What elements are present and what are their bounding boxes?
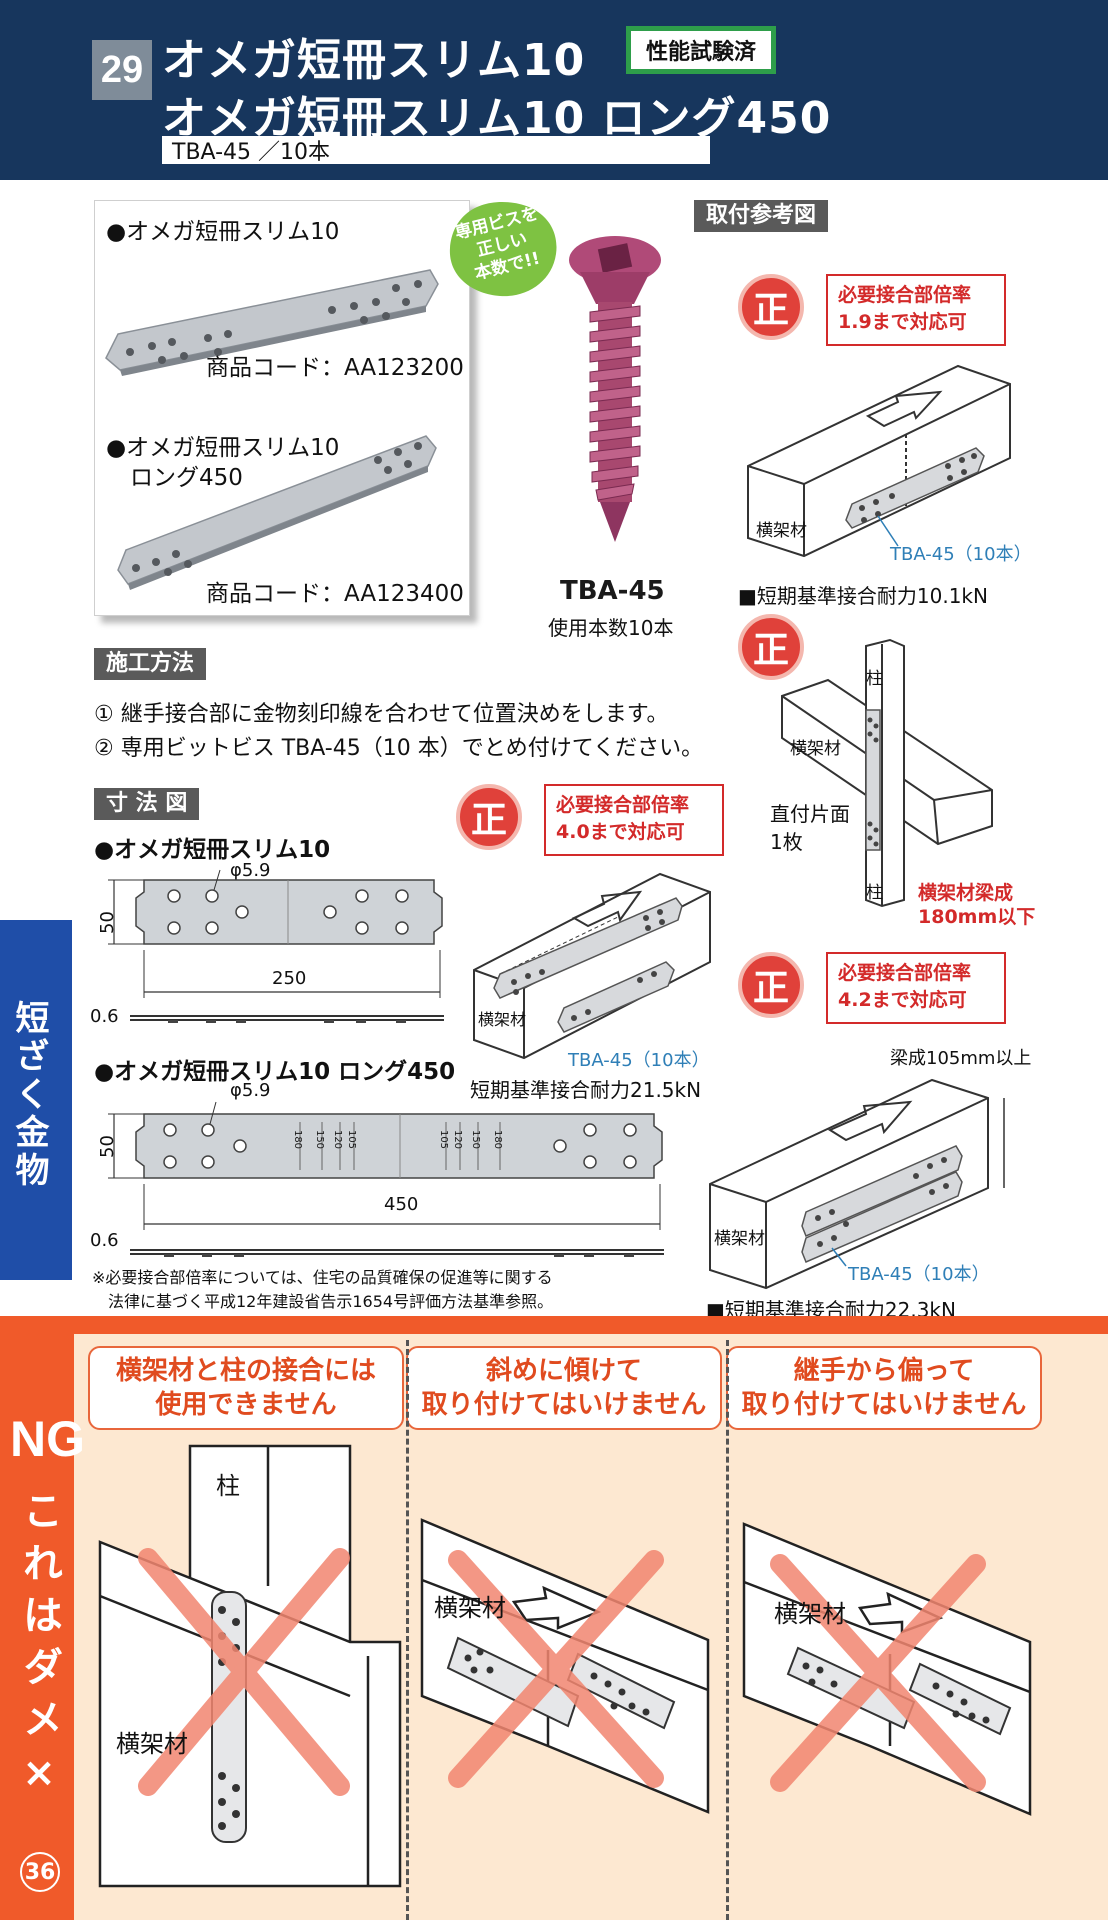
center-beam-label: 横架材 [478, 1010, 527, 1029]
ng-divider-2 [726, 1340, 729, 1920]
standard-note-line1: ※必要接合部倍率については、住宅の品質確保の促進等に関する [92, 1268, 553, 1287]
long-mark-3: 120 [332, 1129, 344, 1150]
fig2-depth-line2: 180mm以下 [918, 906, 1036, 928]
fig1-note-line1: 必要接合部倍率 [838, 284, 972, 306]
install-reference-tab: 取付参考図 [694, 200, 829, 232]
slim-hole-diameter: φ5.9 [230, 860, 271, 881]
screw-count: 使用本数10本 [548, 616, 674, 640]
long-dimension-drawing [108, 1101, 664, 1257]
dimension-drawing-tab: 寸 法 図 [94, 788, 200, 820]
ng-illustration-2 [420, 1518, 710, 1814]
slim-length-label: 250 [272, 968, 307, 989]
long-mark-7: 150 [470, 1129, 482, 1150]
product1-plate-photo [105, 269, 439, 376]
center-note-box: 必要接合部倍率 4.0まで対応可 [544, 784, 724, 856]
fig3-note-box: 必要接合部倍率 4.2まで対応可 [826, 952, 1006, 1024]
ng-card-2: 斜めに傾けて 取り付けてはいけません [406, 1346, 722, 1430]
product-title-line2: オメガ短冊スリム10 ロング450 [162, 93, 832, 144]
slim-dimension-drawing [108, 869, 444, 1023]
fig1-screw-label: TBA-45（10本） [890, 544, 1032, 565]
fig3-screw-label: TBA-45（10本） [848, 1264, 990, 1285]
product-number-badge: 29 [92, 40, 152, 100]
long-length-label: 450 [384, 1194, 419, 1215]
fig2-beam-label: 横架材 [790, 739, 841, 759]
center-beam-joint-illustration [473, 872, 711, 1060]
ng1-beam-label: 横架材 [116, 1730, 188, 1758]
ng-divider-1 [406, 1340, 409, 1920]
ng-label: NG [10, 1411, 85, 1467]
standard-note-line2: 法律に基づく平成12年建設省告示1654号評価方法基準参照。 [108, 1292, 554, 1311]
center-screw-label: TBA-45（10本） [568, 1050, 710, 1071]
ng-card-1: 横架材と柱の接合には 使用できません [88, 1346, 404, 1430]
product2-name-line2: ロング450 [130, 465, 243, 491]
long-mark-5: 105 [438, 1129, 450, 1150]
page-number: 36 [20, 1852, 60, 1892]
center-note-line2: 4.0まで対応可 [556, 821, 685, 843]
product2-plate-photo [117, 435, 437, 590]
long-mark-8: 180 [492, 1129, 504, 1150]
ng1-column-label: 柱 [216, 1472, 240, 1500]
fig1-beam-joint-illustration [747, 364, 1011, 558]
product2-name-line1: ●オメガ短冊スリム10 [106, 435, 340, 461]
screw-model-strip: TBA-45 ／10本 [162, 136, 710, 165]
fig3-beam-joint-illustration [709, 1078, 1005, 1290]
product2-code: 商品コード：AA123400 [206, 581, 464, 607]
ng2-beam-label: 横架材 [434, 1594, 506, 1622]
long-hole-diameter: φ5.9 [230, 1080, 271, 1101]
screw-photo [569, 236, 661, 542]
fig1-beam-label: 横架材 [756, 521, 807, 541]
long-mark-4: 105 [346, 1129, 358, 1150]
ng3-beam-label: 横架材 [774, 1600, 846, 1628]
correct-badge-1: 正 [738, 274, 804, 340]
performance-tested-badge: 性能試験済 [626, 26, 776, 74]
long-marks-right: 105 120 150 180 [434, 1124, 534, 1164]
slim-height-label: 50 [96, 911, 118, 934]
long-dimension-title: ●オメガ短冊スリム10 ロング450 [94, 1059, 456, 1085]
product1-code: 商品コード：AA123200 [206, 355, 464, 381]
fig2-depth-line1: 横架材梁成 [918, 882, 1014, 904]
product-title-line1: オメガ短冊スリム10 [162, 35, 586, 86]
screw-name: TBA-45 [560, 576, 665, 606]
center-strength: 短期基準接合耐力21.5kN [470, 1078, 702, 1102]
method-step-2: ② 専用ビットビス TBA-45（10 本）でとめ付けてください。 [94, 736, 704, 761]
fig3-depth-label: 梁成105mm以上 [890, 1048, 1032, 1069]
correct-badge-center: 正 [456, 784, 522, 850]
construction-method-tab: 施工方法 [94, 648, 207, 680]
fig3-note-line1: 必要接合部倍率 [838, 962, 972, 984]
long-mark-6: 120 [452, 1129, 464, 1150]
fig2-column-beam-illustration [781, 638, 993, 908]
fig3-beam-label: 横架材 [714, 1229, 765, 1249]
method-step-1: ① 継手接合部に金物刻印線を合わせて位置決めをします。 [94, 702, 669, 727]
long-thickness-label: 0.6 [90, 1230, 119, 1251]
product1-name: ●オメガ短冊スリム10 [106, 219, 340, 245]
slim-dimension-title: ●オメガ短冊スリム10 [94, 837, 331, 863]
fig1-note-box: 必要接合部倍率 1.9まで対応可 [826, 274, 1006, 346]
ng-illustration-3 [742, 1522, 1032, 1816]
ng-card-3: 継手から偏って 取り付けてはいけません [726, 1346, 1042, 1430]
long-mark-1: 180 [292, 1129, 304, 1150]
slim-thickness-label: 0.6 [90, 1006, 119, 1027]
center-note-line1: 必要接合部倍率 [556, 794, 690, 816]
long-mark-2: 150 [314, 1129, 326, 1150]
correct-badge-3: 正 [738, 952, 804, 1018]
long-height-label: 50 [96, 1135, 118, 1158]
correct-badge-2: 正 [738, 614, 804, 680]
ng-vertical-label: これはダメ× [16, 1490, 62, 1808]
category-side-tab-label: 短ざく金物 [9, 1000, 49, 1190]
fig2-direct-label-line2: 1枚 [770, 830, 803, 854]
fig2-column-top-label: 柱 [866, 669, 883, 689]
fig2-direct-label-line1: 直付片面 [770, 802, 850, 826]
fig1-note-line2: 1.9まで対応可 [838, 311, 967, 333]
fig3-note-line2: 4.2まで対応可 [838, 989, 967, 1011]
category-side-tab [0, 920, 72, 1280]
screw-callout-bubble [449, 202, 557, 297]
long-marks-left: 180 150 120 105 [288, 1124, 388, 1164]
fig1-strength: ■短期基準接合耐力10.1kN [738, 584, 988, 608]
fig2-column-bottom-label: 柱 [866, 883, 883, 903]
ng-illustration-1 [98, 1444, 402, 1888]
